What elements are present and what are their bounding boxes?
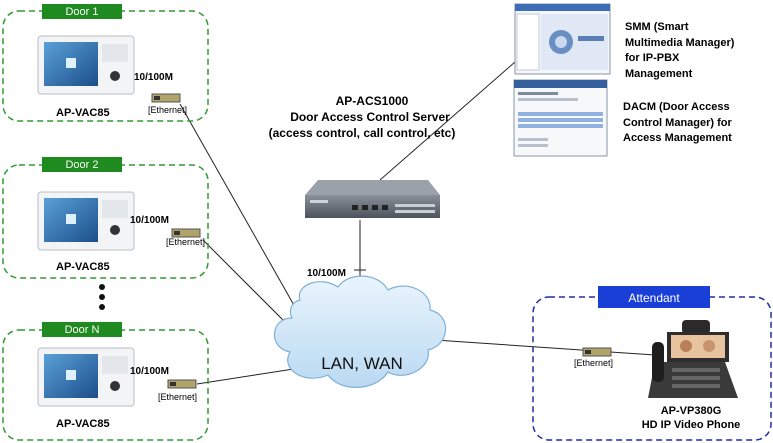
door-1-tag-text: Door 1	[65, 6, 98, 18]
door-2-tag-text: Door 2	[65, 159, 98, 171]
door-1-speed-label: 10/100M	[134, 72, 173, 83]
attendant-device-desc: HD IP Video Phone	[642, 419, 741, 431]
door-n-ethernet-label: [Ethernet]	[158, 392, 197, 402]
door-2-intercom-icon	[37, 191, 135, 251]
attendant-tag	[598, 286, 710, 308]
svg-text:DACM (Door Access: DACM (Door Access	[623, 101, 730, 113]
svg-text:Control Manager) for: Control Manager) for	[623, 117, 732, 129]
door-2-speed-label: 10/100M	[130, 215, 169, 226]
smm-screenshot-icon	[514, 3, 611, 75]
door-n-ethernet-icon	[167, 379, 197, 389]
line-server-smm	[379, 61, 516, 181]
door-2-tag	[42, 157, 122, 172]
dacm-label: DACM (Door Access Control Manager) for A…	[623, 101, 732, 144]
cloud-label: LAN, WAN	[321, 354, 403, 373]
attendant-device-label: AP-VP380G	[661, 405, 722, 417]
svg-text:Access Management: Access Management	[623, 132, 732, 144]
door-n-tag-text: Door N	[65, 324, 100, 336]
attendant-ethernet-icon	[582, 347, 612, 357]
smm-label: SMM (Smart Multimedia Manager) for IP-PB…	[625, 21, 735, 80]
svg-text:SMM (Smart: SMM (Smart	[625, 21, 689, 33]
door-2-group: Door 2 AP-VAC85 10/100M [Ethernet]	[2, 157, 209, 279]
door-n-speed-label: 10/100M	[130, 366, 169, 377]
svg-text:Management: Management	[625, 68, 693, 80]
door-n-group: Door N AP-VAC85 10/100M [Ethernet]	[2, 322, 209, 441]
line-door2-cloud	[202, 239, 296, 333]
door-1-device-label: AP-VAC85	[56, 107, 110, 119]
door-2-ethernet-label: [Ethernet]	[166, 237, 205, 247]
connection-lines	[179, 61, 656, 385]
door-1-tag	[42, 4, 122, 19]
cloud-icon: LAN, WAN	[273, 275, 447, 388]
server-speed-label: 10/100M	[307, 268, 346, 279]
svg-text:for IP-PBX: for IP-PBX	[625, 52, 680, 64]
door-1-intercom-icon	[37, 35, 135, 95]
video-phone-icon	[648, 320, 738, 398]
attendant-tag-text: Attendant	[628, 291, 680, 305]
door-n-intercom-icon	[37, 347, 135, 407]
door-2-border	[2, 164, 209, 279]
server-name-label: AP-ACS1000	[336, 94, 409, 108]
line-door1-cloud	[179, 103, 309, 331]
line-doorn-cloud	[196, 367, 301, 385]
server-role-label: (access control, call control, etc)	[269, 126, 456, 140]
door-2-ethernet-icon	[171, 228, 201, 238]
server-desc-label: Door Access Control Server	[290, 110, 450, 124]
door-n-tag	[42, 322, 122, 337]
door-1-group: Door 1 AP-VAC85 10/100M [Ethernet]	[2, 4, 209, 122]
attendant-group: Attendant [Ethernet] AP-VP380G HD IP Vid…	[532, 286, 772, 441]
line-cloud-attendant	[434, 339, 656, 356]
dacm-screenshot-icon	[513, 79, 608, 157]
door-2-device-label: AP-VAC85	[56, 261, 110, 273]
door-1-ethernet-icon	[151, 93, 181, 103]
door-1-ethernet-label: [Ethernet]	[148, 105, 187, 115]
more-doors-ellipsis	[99, 284, 105, 310]
door-n-device-label: AP-VAC85	[56, 418, 110, 430]
server-icon	[305, 180, 440, 218]
attendant-ethernet-label: [Ethernet]	[574, 358, 613, 368]
server-group: AP-ACS1000 Door Access Control Server (a…	[269, 94, 456, 279]
svg-text:Multimedia Manager): Multimedia Manager)	[625, 37, 735, 49]
